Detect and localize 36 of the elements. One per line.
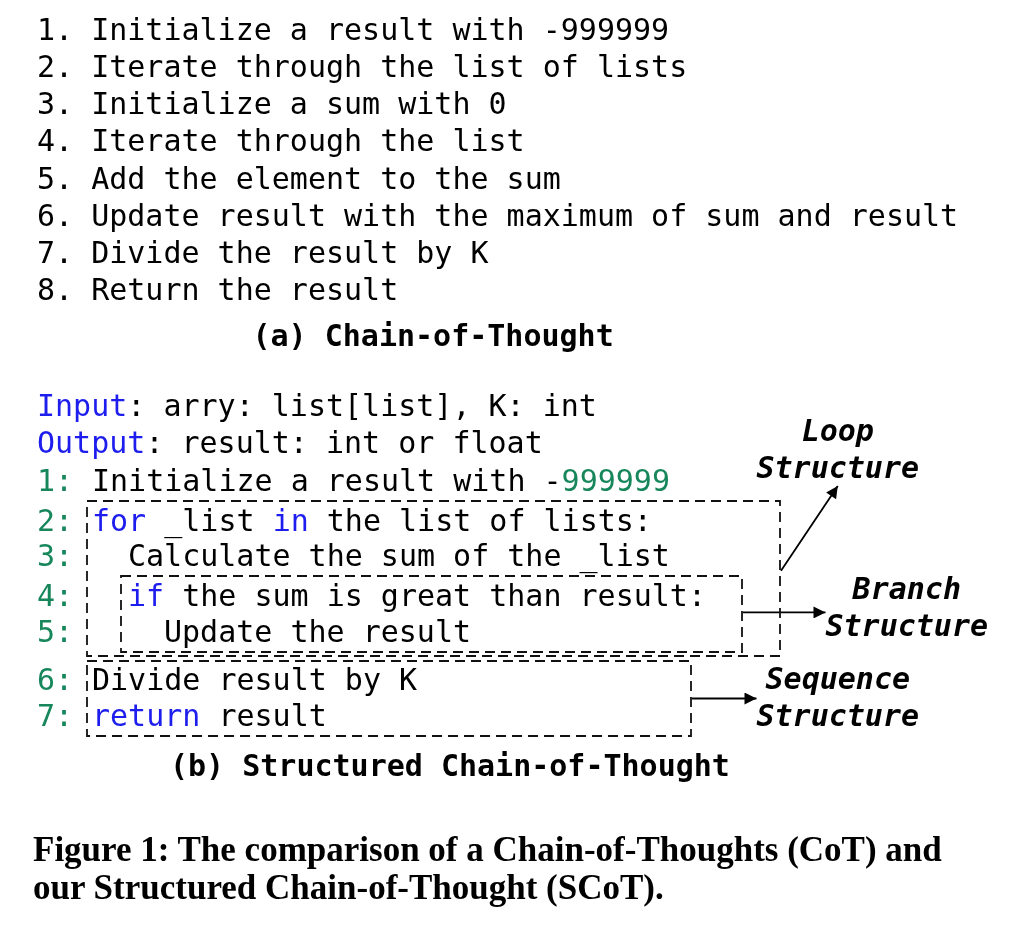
arrow bbox=[780, 485, 839, 572]
dashed-code-frame bbox=[86, 660, 692, 737]
code-line: Output: result: int or float bbox=[37, 427, 543, 459]
figure-caption: Figure 1: The comparison of a Chain-of-Thoughts (CoT) and our Structured Chain-of-Thought (SCoT). bbox=[33, 831, 943, 907]
code-line: Calculate the sum of the _list bbox=[128, 540, 670, 572]
line-number: 5: bbox=[37, 616, 74, 648]
step-text: 6. Update result with the maximum of sum and result bbox=[37, 200, 959, 232]
code-line: Initialize a result with -999999 bbox=[92, 465, 670, 497]
step-text: 2. Iterate through the list of lists bbox=[37, 51, 688, 83]
line-number: 4: bbox=[37, 580, 74, 612]
step-text: 1. Initialize a result with -999999 bbox=[37, 14, 670, 46]
line-number: 3: bbox=[37, 540, 74, 572]
dashed-code-frame bbox=[120, 575, 743, 653]
subfigure-caption: (a) Chain-of-Thought bbox=[252, 320, 614, 352]
annotation-label: Sequence Structure bbox=[756, 660, 920, 734]
dashed-code-frame bbox=[86, 500, 781, 657]
step-text: 8. Return the result bbox=[37, 274, 399, 306]
arrow bbox=[742, 606, 827, 619]
annotation-label: Loop Structure bbox=[756, 412, 920, 486]
code-line: Input: arry: list[list], K: int bbox=[37, 390, 597, 422]
annotation-label: Branch Structure bbox=[825, 570, 989, 644]
step-text: 3. Initialize a sum with 0 bbox=[37, 88, 507, 120]
code-line: Update the result bbox=[164, 616, 472, 648]
step-text: 7. Divide the result by K bbox=[37, 237, 489, 269]
code-line: return result bbox=[92, 700, 327, 732]
line-number: 6: bbox=[37, 664, 74, 696]
step-text: 5. Add the element to the sum bbox=[37, 163, 561, 195]
arrow bbox=[691, 692, 758, 705]
code-line: Divide result by K bbox=[92, 664, 418, 696]
code-line: if the sum is great than result: bbox=[128, 580, 706, 612]
line-number: 7: bbox=[37, 700, 74, 732]
line-number: 1: bbox=[37, 465, 74, 497]
line-number: 2: bbox=[37, 505, 74, 537]
step-text: 4. Iterate through the list bbox=[37, 125, 525, 157]
subfigure-caption: (b) Structured Chain-of-Thought bbox=[170, 750, 730, 782]
code-line: for _list in the list of lists: bbox=[92, 505, 652, 537]
